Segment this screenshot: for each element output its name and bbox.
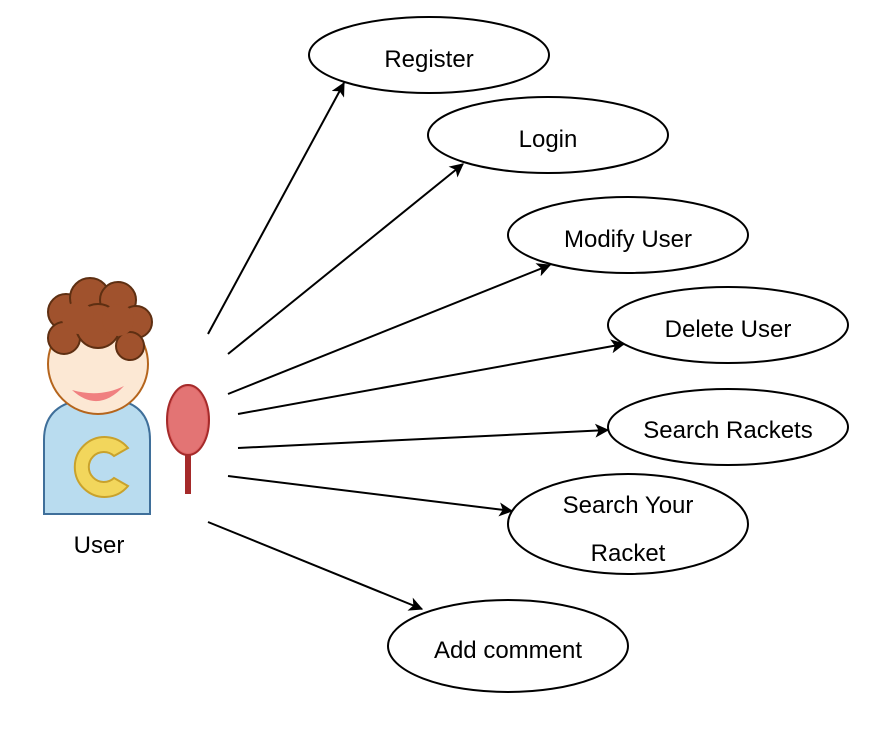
actor-smile [72, 386, 124, 402]
use-case-label: Modify User [564, 226, 692, 253]
association-delete-user [237, 339, 626, 415]
actor-label: User [74, 532, 125, 559]
association-add-comment [207, 521, 424, 611]
lollipop-icon [166, 384, 210, 494]
association-search-your-racket [227, 475, 514, 517]
use-case-label: Delete User [665, 316, 792, 343]
actor-shirt-logo [73, 436, 130, 498]
association-modify-user [227, 263, 552, 395]
use-case-modify-user: Modify User [507, 196, 749, 274]
use-case-search-your-racket: Search Your Racket [507, 473, 749, 575]
use-case-label: Add comment [434, 637, 582, 664]
use-case-register: Register [308, 16, 550, 94]
use-case-search-rackets: Search Rackets [607, 388, 849, 466]
use-case-label: Search Rackets [643, 417, 812, 444]
use-case-add-comment: Add comment [387, 599, 629, 693]
lollipop-stick [185, 452, 191, 494]
user-avatar-icon [43, 277, 153, 515]
use-case-login: Login [427, 96, 669, 174]
use-case-label: Register [384, 46, 473, 73]
association-login [227, 163, 464, 355]
association-register [207, 81, 345, 335]
association-search-rackets [237, 423, 610, 449]
use-case-label-line-2: Racket [591, 540, 666, 567]
associations [207, 81, 626, 611]
lollipop-head [166, 384, 210, 456]
use-case-delete-user: Delete User [607, 286, 849, 364]
use-case-label: Login [519, 126, 578, 153]
use-case-label-line-1: Search Your [563, 492, 694, 519]
